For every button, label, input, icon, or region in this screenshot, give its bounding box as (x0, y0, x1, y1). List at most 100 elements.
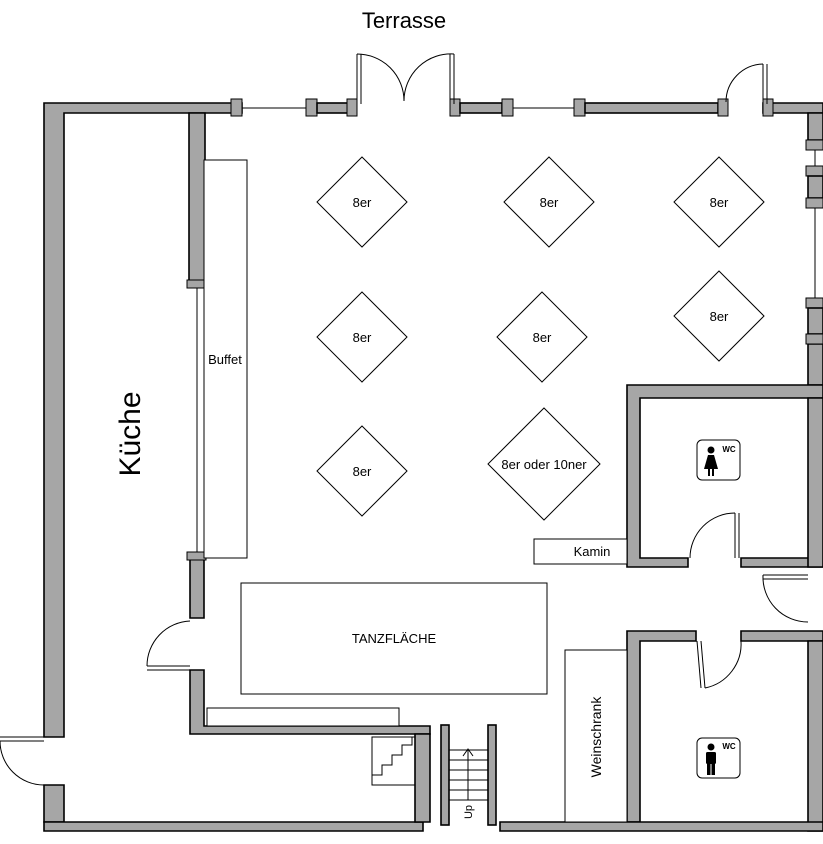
east-wall-restrooms (807, 397, 823, 568)
window-jamb (230, 98, 243, 117)
stairs-up-label: Up (463, 805, 475, 819)
north-windows (230, 98, 774, 117)
women-restroom-sign: WC (696, 439, 741, 481)
door-leaf (700, 640, 706, 689)
door-jamb (717, 98, 729, 117)
wc-label: WC (722, 445, 736, 454)
door-swing (146, 620, 191, 667)
stair-step-line (371, 737, 413, 785)
table: 8er (316, 156, 408, 248)
pass-jamb (186, 551, 207, 561)
table-diamond (673, 156, 765, 248)
table: 8er (316, 291, 408, 383)
dance-floor-label: TANZFLÄCHE (352, 631, 437, 646)
window-jamb (805, 165, 823, 177)
restroom1-wall-right (740, 557, 823, 568)
door-jamb (346, 98, 358, 117)
table: 8er oder 10ner (487, 407, 601, 521)
east-wall-lower (807, 640, 823, 832)
door-jamb (762, 98, 774, 117)
table-label: 8er oder 10ner (501, 457, 587, 472)
inner-wall-kitchen-bottom (189, 669, 431, 735)
table-diamond (316, 425, 408, 517)
wall-segment (459, 102, 503, 114)
kitchen-pass-through (186, 279, 207, 561)
restroom2-wall-right (740, 630, 823, 642)
fireplace-label: Kamin (574, 544, 611, 559)
table-diamond (487, 407, 601, 521)
window-jamb (805, 139, 823, 151)
buffet-label: Buffet (208, 352, 242, 367)
table-diamond (316, 291, 408, 383)
door-swing (725, 63, 764, 103)
east-wall-mid (807, 343, 823, 386)
stair-rail (440, 724, 450, 826)
fireplace (533, 538, 628, 565)
table: 8er (316, 425, 408, 517)
window-jamb (573, 98, 586, 117)
inner-wall-kitchen (188, 112, 206, 285)
table-label: 8er (710, 195, 729, 210)
table-label: 8er (710, 309, 729, 324)
outer-walls (43, 102, 823, 832)
storage-box (371, 736, 416, 786)
storage-wall (414, 733, 431, 823)
door-swing (704, 640, 742, 689)
table: 8er (673, 156, 765, 248)
west-wall-lower (43, 784, 65, 823)
terrace-double-door (356, 53, 455, 104)
wall-segment (807, 175, 823, 199)
south-wall-kitchen (43, 821, 424, 832)
kitchen-label: Küche (114, 391, 147, 476)
kitchen-exterior-door (0, 736, 45, 786)
stairs: Up (440, 724, 497, 826)
northeast-door (725, 63, 768, 104)
wc-label: WC (722, 742, 736, 751)
wall-segment (807, 307, 823, 335)
door-jamb (449, 98, 461, 117)
door-leaf (696, 640, 702, 689)
inner-wall-kitchen-lower (189, 555, 205, 619)
wall-segment (316, 102, 352, 114)
table: 8er (496, 291, 588, 383)
buffet-counter (203, 159, 248, 559)
table-label: 8er (353, 464, 372, 479)
east-wall-upper (807, 112, 823, 141)
man-icon (706, 743, 716, 775)
wine-cabinet-label: Weinschrank (588, 696, 604, 778)
table-label: 8er (540, 195, 559, 210)
table-label: 8er (533, 330, 552, 345)
table: 8er (503, 156, 595, 248)
window-jamb (805, 333, 823, 345)
kitchen-hall-door (146, 620, 191, 671)
table: 8er (673, 270, 765, 362)
window-jamb (805, 297, 823, 309)
kitchen-counter (206, 707, 400, 727)
table-label: 8er (353, 195, 372, 210)
south-wall-right (499, 821, 823, 832)
window-jamb (501, 98, 514, 117)
woman-icon (704, 446, 718, 476)
table-diamond (316, 156, 408, 248)
door-swing (0, 740, 45, 786)
restroom1-wall (626, 384, 823, 568)
table-diamond (496, 291, 588, 383)
restroom2-wall (626, 630, 697, 823)
door-swing (689, 512, 736, 559)
table-diamond (673, 270, 765, 362)
terrace-label: Terrasse (362, 8, 446, 33)
door-swing (403, 53, 455, 102)
dance-floor (240, 582, 548, 695)
stair-rail (487, 724, 497, 826)
storage-stair (371, 736, 416, 786)
table-label: 8er (353, 330, 372, 345)
men-restroom-sign: WC (696, 737, 741, 779)
door-swing (356, 53, 405, 102)
window-jamb (305, 98, 318, 117)
pass-jamb (186, 279, 207, 289)
window-jamb (805, 197, 823, 209)
east-windows (805, 139, 823, 345)
wine-cabinet (564, 649, 628, 823)
wall-segment (584, 102, 719, 114)
